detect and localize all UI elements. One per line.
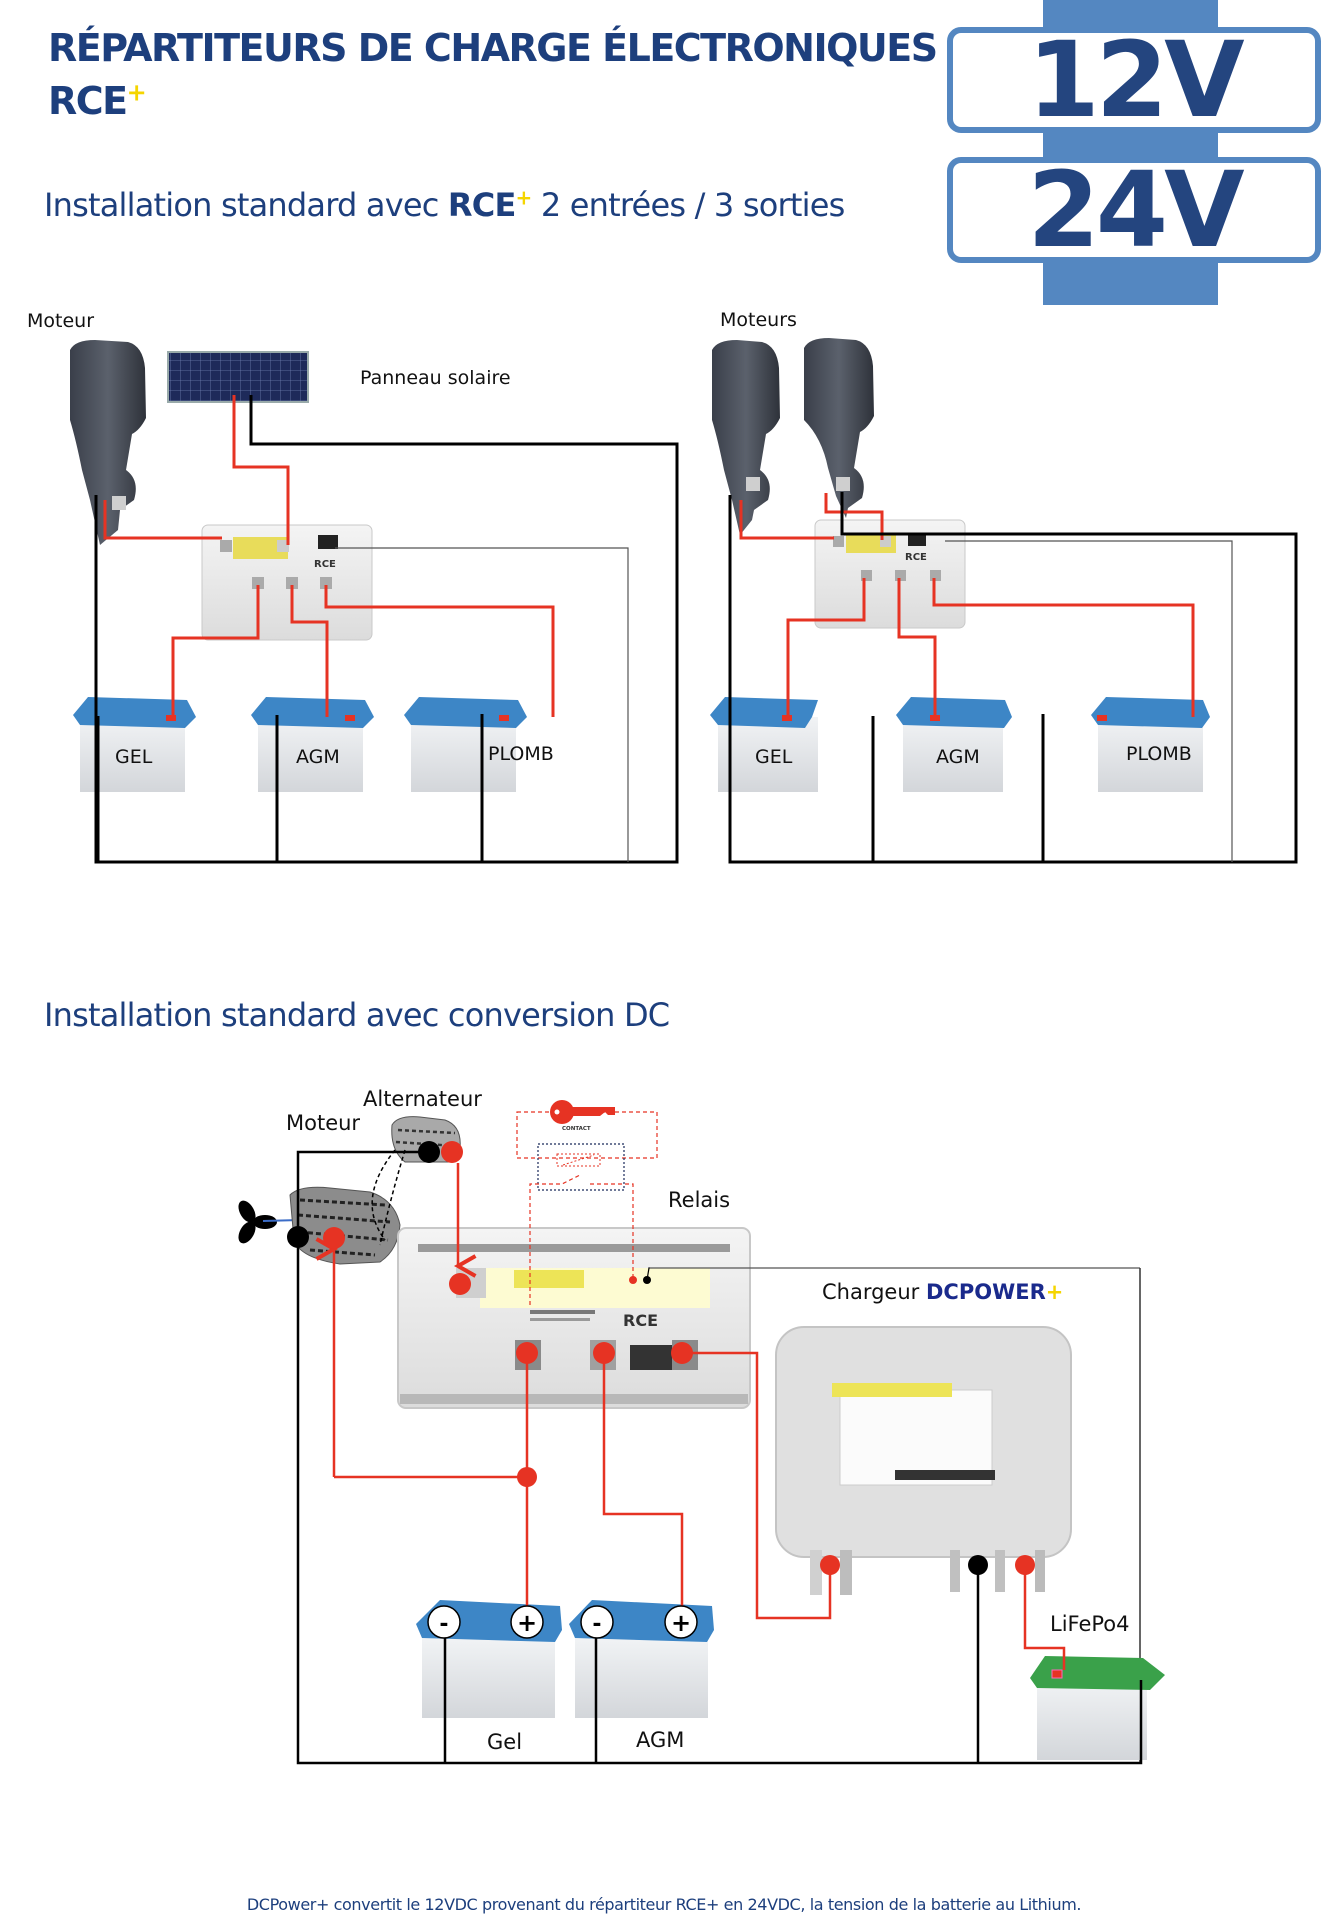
signal-wire — [335, 547, 629, 862]
footer-note: DCPower+ convertit le 12VDC provenant du… — [246, 1895, 1082, 1914]
battery-label-gel: GEL — [755, 746, 793, 768]
outboard-engine-icon — [712, 340, 780, 535]
rce-label: RCE — [905, 552, 927, 563]
battery-plomb-icon — [404, 697, 527, 792]
plus-label: + — [671, 1609, 691, 1637]
minus-label: - — [592, 1612, 601, 1637]
battery-lifepo4-icon — [1030, 1656, 1165, 1760]
battery-agm-icon — [251, 697, 374, 792]
terminal-dots — [287, 1141, 1035, 1575]
battery-label-lifepo4: LiFePo4 — [1050, 1612, 1130, 1636]
solar-panel-label: Panneau solaire — [360, 367, 511, 389]
diagram-dc-conversion: RCE CONTACT — [238, 1100, 1165, 1765]
charger-label: Chargeur DCPOWER+ — [822, 1280, 1063, 1304]
battery-label-gel: GEL — [115, 746, 153, 768]
diagram-single-engine: RCE — [70, 340, 679, 864]
gel-plus-terminal — [510, 1605, 544, 1639]
section1-title: Installation standard avec RCE+ 2 entrée… — [44, 185, 845, 224]
agm-plus-terminal — [664, 1605, 698, 1639]
voltage-badge-24v: 24V — [947, 157, 1321, 263]
relay-label: Relais — [668, 1188, 731, 1212]
rce-device-icon: RCE — [397, 1227, 751, 1409]
product-name: RCE — [48, 79, 128, 123]
positive-wires — [315, 1163, 1066, 1670]
page-title-line1: RÉPARTITEURS DE CHARGE ÉLECTRONIQUES — [48, 26, 938, 70]
propeller-icon — [238, 1200, 277, 1244]
rce-device-icon: RCE — [814, 519, 966, 629]
rce-label: RCE — [314, 559, 336, 570]
section1-title-prefix: Installation standard avec — [44, 186, 448, 224]
key-icon — [550, 1100, 615, 1124]
dcpower-charger-icon — [775, 1326, 1072, 1595]
battery-gel-icon — [73, 697, 196, 792]
battery-agm-icon — [896, 697, 1012, 792]
positive-wires — [103, 395, 555, 717]
minus-label: - — [439, 1612, 448, 1637]
plus-mark: + — [1045, 1280, 1064, 1304]
engines-label: Moteurs — [720, 309, 797, 331]
rce-label: RCE — [623, 1311, 658, 1330]
relay-coil-icon — [556, 1153, 601, 1167]
relay-output-wire — [590, 1183, 634, 1277]
engine-label: Moteur — [286, 1111, 361, 1135]
diagram-twin-engine: RCE — [710, 338, 1298, 864]
engine-label: Moteur — [27, 310, 95, 332]
section1-title-suffix: 2 entrées / 3 sorties — [531, 186, 845, 224]
battery-plomb-icon — [1091, 697, 1210, 792]
relay-terminal-positive — [629, 1276, 637, 1284]
charger-prefix: Chargeur — [822, 1280, 926, 1304]
negative-wires — [94, 395, 679, 864]
gel-minus-terminal — [427, 1605, 461, 1639]
section1-title-product: RCE — [447, 186, 516, 224]
battery-label-plomb: PLOMB — [1126, 743, 1192, 765]
battery-label-agm: AGM — [936, 746, 980, 768]
battery-gel-icon — [710, 697, 818, 792]
solar-panel-icon — [167, 351, 309, 403]
rce-device-icon: RCE — [201, 524, 373, 641]
section2-title: Installation standard avec conversion DC — [44, 996, 670, 1034]
voltage-badge-12v: 12V — [947, 27, 1321, 133]
negative-wires — [296, 1150, 1143, 1765]
page-title-line2: RCE+ — [48, 75, 937, 128]
contact-label: CONTACT — [562, 1126, 591, 1132]
outboard-engine-icon — [70, 340, 146, 545]
outboard-engine-icon — [804, 338, 874, 518]
relay-switch-wire — [529, 1174, 581, 1305]
positive-wires — [739, 493, 1195, 717]
page-title: RÉPARTITEURS DE CHARGE ÉLECTRONIQUES RCE… — [48, 22, 938, 128]
plus-mark: + — [126, 78, 147, 107]
plus-label: + — [517, 1609, 537, 1637]
negative-wires — [728, 492, 1298, 864]
agm-minus-terminal — [580, 1605, 614, 1639]
battery-terminals: - + - + — [427, 1605, 698, 1639]
relay-box — [537, 1143, 625, 1191]
battery-label-agm: AGM — [636, 1728, 685, 1752]
alternator-label: Alternateur — [363, 1087, 482, 1111]
battery-label-gel: Gel — [487, 1730, 523, 1754]
signal-wire — [945, 540, 1233, 862]
belt-icon — [371, 1149, 406, 1246]
battery-label-plomb: PLOMB — [488, 743, 554, 765]
battery-label-agm: AGM — [296, 746, 340, 768]
plus-mark: + — [515, 185, 533, 210]
charger-brand: DCPOWER+ — [925, 1280, 1064, 1304]
